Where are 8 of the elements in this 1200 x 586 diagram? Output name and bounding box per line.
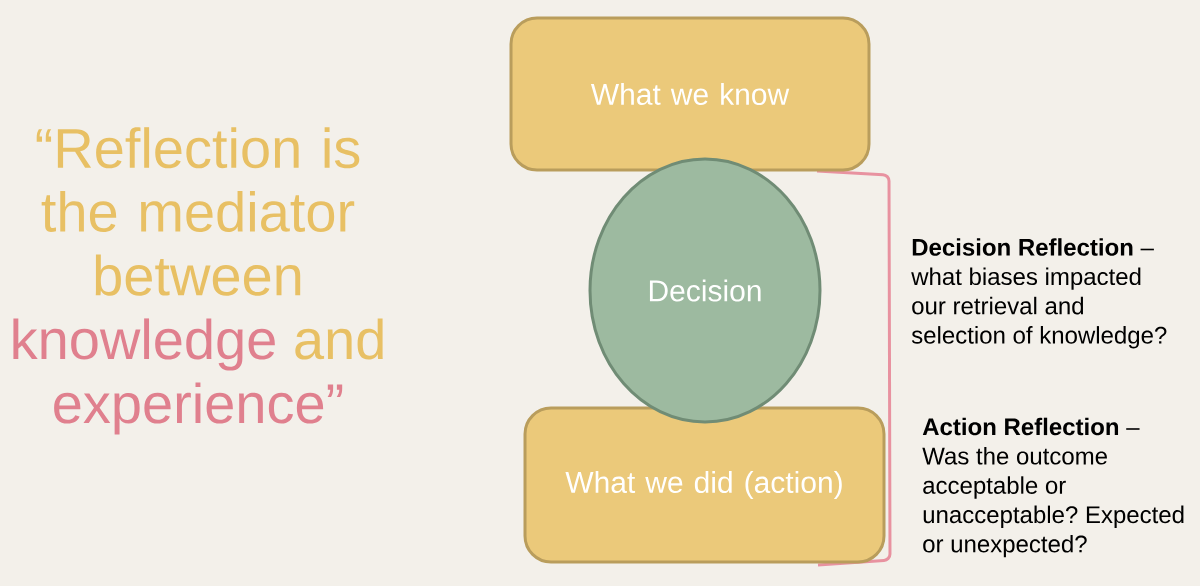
rounded-box: What we did (action) — [523, 406, 886, 564]
quote-text: knowledge — [13, 318, 275, 371]
rounded-box: What we know — [509, 16, 871, 172]
note-text: Decision Reflection – what biases impacted our retrieval and selection of knowledge? — [911, 238, 1167, 349]
note-text: Action Reflection – Was the outcome acceptable or unacceptable? Expected or unexpected? — [922, 417, 1184, 558]
oval: Decision — [588, 157, 822, 424]
quote-text: experience” — [54, 382, 343, 435]
quote-text: and — [295, 318, 383, 360]
